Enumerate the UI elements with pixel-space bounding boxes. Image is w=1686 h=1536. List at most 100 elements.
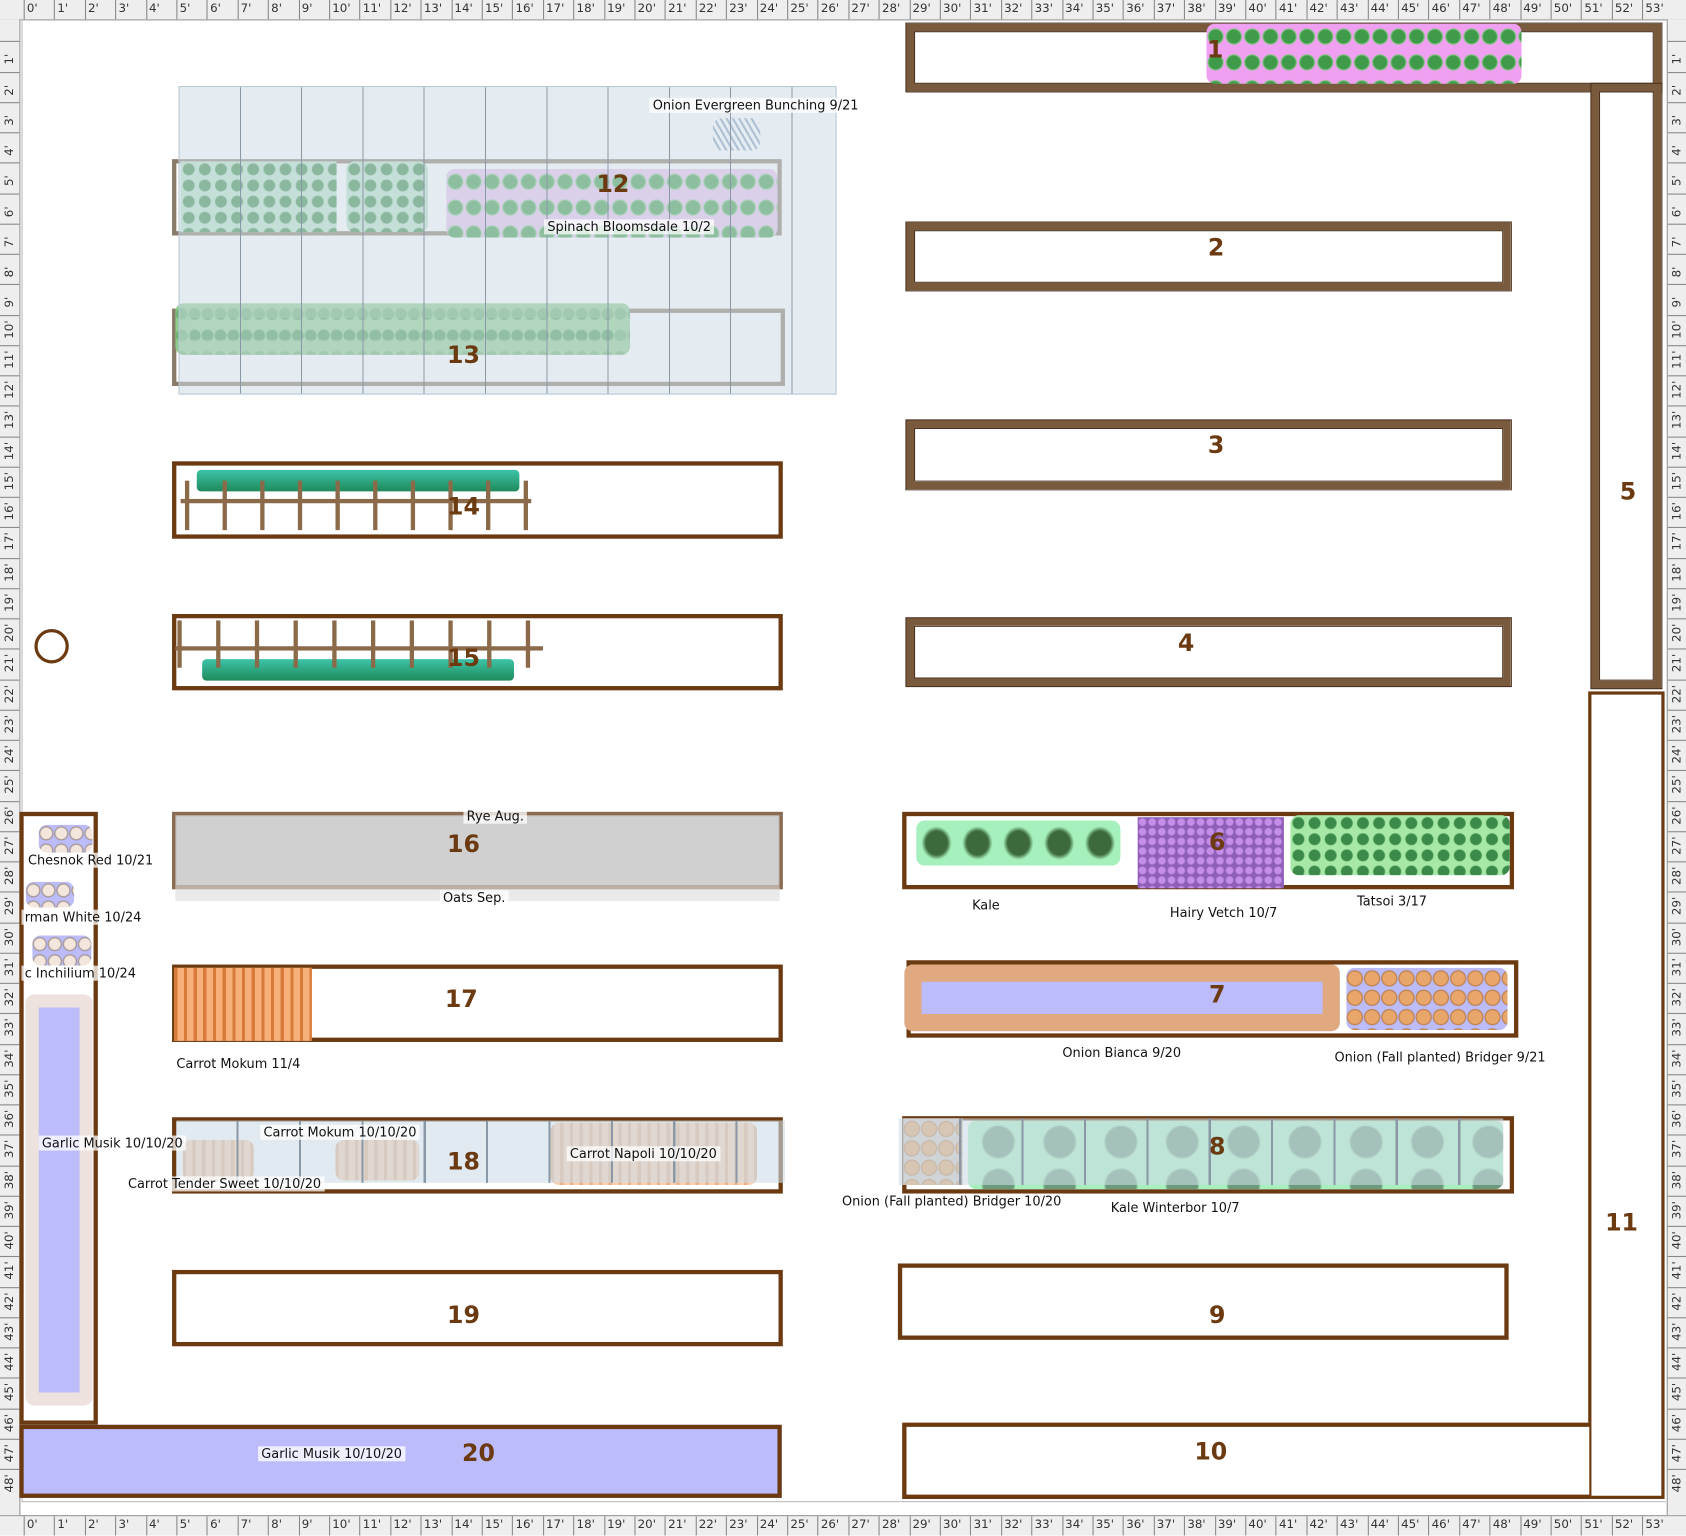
ruler-label: 20': [1669, 623, 1684, 642]
bed-3[interactable]: [906, 420, 1511, 490]
ruler-label: 46': [2, 1413, 17, 1432]
ruler-tick: [0, 466, 20, 468]
ruler-tick: [1667, 1377, 1686, 1379]
ruler-tick: [0, 1165, 20, 1167]
plant-garlic-musik[interactable]: [25, 994, 93, 1406]
ruler-tick: [267, 1516, 270, 1536]
trellis-post: [293, 620, 298, 668]
ruler-tick: [1520, 0, 1522, 20]
bed-9[interactable]: [897, 1263, 1509, 1340]
ruler-label: 26': [820, 1517, 840, 1532]
ruler-label: 18': [576, 1, 595, 16]
ruler-tick: [390, 1516, 392, 1536]
plant-garlic-inchilium[interactable]: [32, 935, 92, 966]
plant-hairy-vetch[interactable]: [1137, 817, 1284, 889]
trellis-post: [216, 620, 221, 668]
ruler-label: 33': [1669, 1018, 1684, 1037]
plant-label: Carrot Mokum 11/4: [173, 1055, 304, 1071]
bed-20[interactable]: [19, 1424, 782, 1498]
ruler-tick: [0, 1408, 20, 1410]
plant-garlic-chesnok[interactable]: [38, 824, 93, 853]
plant-row-15[interactable]: [202, 659, 514, 681]
ruler-label: 18': [576, 1517, 595, 1532]
ruler-tick: [0, 830, 20, 833]
trellis-post: [525, 620, 531, 668]
bed-number: 7: [1209, 982, 1226, 1010]
ruler-tick: [970, 1516, 972, 1536]
ruler-label: 38': [1187, 1517, 1206, 1532]
ruler-tick: [1667, 71, 1686, 73]
bed-11[interactable]: [1588, 691, 1665, 1499]
plant-row-14[interactable]: [196, 469, 520, 492]
bed-5[interactable]: [1591, 83, 1662, 689]
ruler-tick: [1667, 41, 1686, 43]
bed-4[interactable]: [906, 618, 1511, 687]
bed-10[interactable]: [902, 1422, 1592, 1499]
ruler-label: 1': [2, 54, 17, 65]
ruler-tick: [0, 800, 20, 802]
ruler-tick: [1667, 1073, 1686, 1076]
ruler-label: 41': [1669, 1261, 1684, 1280]
ruler-tick: [939, 0, 941, 20]
ruler-tick: [1667, 405, 1686, 407]
plant-label: c Inchilium 10/24: [21, 965, 140, 981]
plant-onion-bianca[interactable]: [904, 964, 1340, 1032]
ruler-tick: [726, 1516, 728, 1536]
plant-tatsoi[interactable]: [1290, 815, 1510, 876]
ruler-tick: [0, 922, 20, 924]
ruler-tick: [0, 557, 20, 559]
ruler-tick: [329, 1516, 331, 1536]
trellis[interactable]: [175, 646, 544, 651]
ruler-label: 43': [1669, 1322, 1684, 1341]
ruler-label: 30': [943, 1, 962, 16]
ruler-label: 44': [1669, 1352, 1684, 1372]
plant-garlic-german-white[interactable]: [25, 881, 75, 908]
plant-carrot-mokum[interactable]: [174, 967, 312, 1041]
ruler-label: 28': [2, 866, 17, 885]
ruler-right: 1'2'3'4'5'6'7'8'9'10'11'12'13'14'15'16'1…: [1666, 19, 1686, 1516]
ruler-tick: [0, 253, 20, 255]
ruler-label: 48': [1492, 1, 1512, 16]
ruler-tick: [1667, 1316, 1686, 1319]
plant-onion-bridger[interactable]: [1346, 967, 1508, 1031]
ruler-label: 8': [2, 266, 17, 278]
ruler-tick: [145, 0, 147, 20]
row-cover[interactable]: [898, 1118, 1504, 1185]
ruler-label: 4': [149, 1, 160, 16]
plant-greens-bed-1[interactable]: [1206, 23, 1522, 84]
trellis-post: [410, 480, 416, 531]
ruler-label: 50': [1553, 1, 1573, 16]
ruler-tick: [1428, 1516, 1430, 1536]
ruler-label: 49': [1523, 1517, 1542, 1532]
ruler-label: 23': [2, 714, 17, 734]
ruler-label: 20': [637, 1517, 656, 1532]
bed-number: 6: [1209, 829, 1226, 857]
greenhouse-cover[interactable]: [178, 86, 837, 395]
ruler-label: 34': [1065, 1, 1084, 16]
bed-number: 10: [1194, 1439, 1228, 1467]
ruler-label: 12': [2, 380, 17, 399]
bed-19[interactable]: [172, 1269, 783, 1347]
trellis-post: [373, 480, 378, 531]
ruler-label: 28': [1669, 866, 1684, 885]
ruler-label: 35': [1095, 1, 1115, 16]
ruler-tick: [1667, 709, 1686, 711]
ruler-label: 2': [1669, 84, 1684, 96]
ruler-tick: [1667, 466, 1686, 468]
ruler-label: 21': [2, 654, 17, 673]
ruler-tick: [573, 1516, 575, 1536]
ruler-label: 27': [1669, 836, 1684, 855]
ruler-label: 15': [2, 471, 17, 491]
ruler-tick: [1581, 1516, 1583, 1536]
ruler-tick: [0, 162, 20, 164]
ruler-label: 10': [2, 319, 17, 339]
ruler-tick: [1667, 193, 1686, 195]
bed-2[interactable]: [906, 222, 1511, 291]
plant-kale[interactable]: [916, 820, 1121, 866]
circle-object[interactable]: [34, 629, 69, 664]
trellis-post: [260, 480, 265, 531]
trellis[interactable]: [180, 498, 532, 504]
ruler-tick: [1153, 1516, 1155, 1536]
ruler-tick: [1061, 0, 1064, 20]
